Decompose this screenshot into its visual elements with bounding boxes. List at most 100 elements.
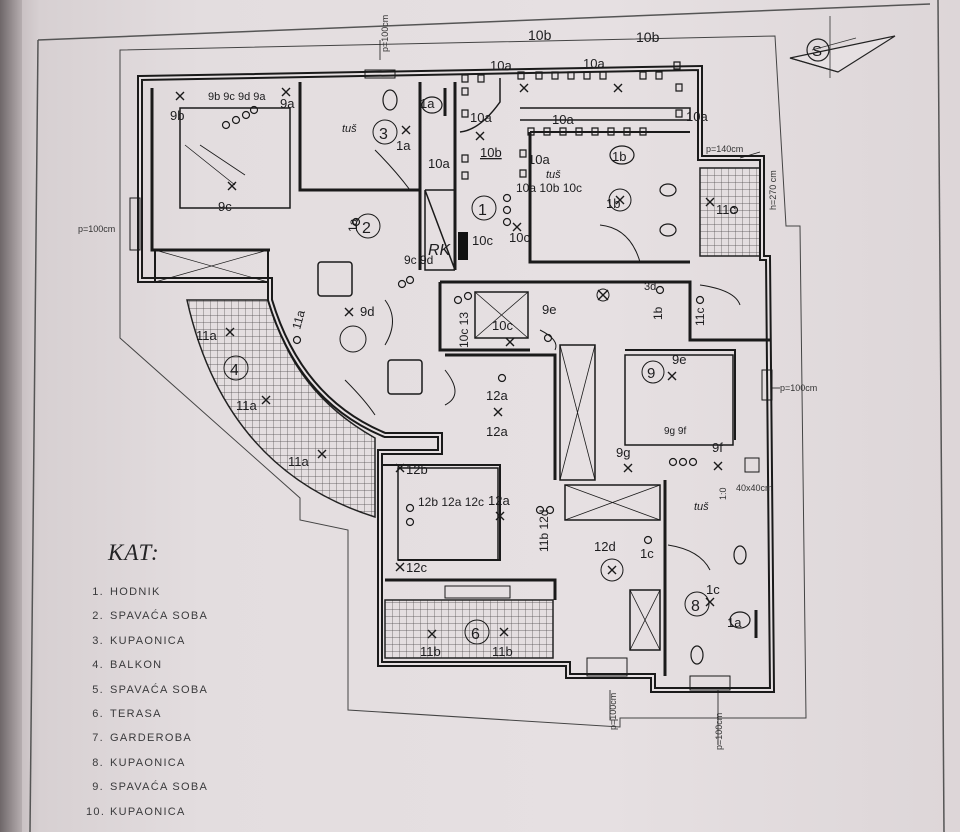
mark-12d: 12d [594, 539, 616, 554]
mark-10a: 10a [583, 56, 605, 71]
legend-item: 8.KUPAONICA [86, 751, 386, 775]
legend-item: 3. KUPAONICA [86, 629, 386, 653]
legend-item: 5. SPAVAĆA SOBA [86, 678, 386, 702]
mark-12a: 12a [486, 388, 508, 403]
room-2-number: 2 [362, 220, 371, 237]
legend-item-label: SPAVAĆA SOBA [110, 683, 209, 696]
room-9-number: 9 [647, 365, 655, 382]
binder-edge [0, 0, 22, 832]
site-outline [119, 35, 807, 728]
electrical-labels: 10b 10b 10a 10a 10a 10a 10a 10a 10a 10b … [170, 27, 742, 659]
legend-item-label: BALKON [110, 659, 163, 672]
sheet-border-right [937, 0, 945, 832]
mark-12b: 12b [406, 462, 428, 477]
dim-sink: 40x40cm [736, 483, 773, 493]
mark-9b: 9b [170, 108, 184, 123]
mark-10b: 10b [480, 145, 502, 160]
legend-item-number: 8. [92, 756, 104, 769]
dim-window-bottom: p=100cm [608, 693, 618, 730]
mark-10a: 10a [490, 58, 512, 73]
mark-9f: 9f [712, 440, 723, 455]
mark-11a: 11a [289, 308, 308, 330]
legend-item-number: 10. [86, 805, 106, 818]
label-shower: tuš [342, 123, 357, 135]
label-shower: tuš [546, 169, 561, 181]
mark-9d: 9d [360, 304, 374, 319]
legend-item: 6.TERASA [86, 702, 386, 726]
sheet-border-left [29, 39, 39, 832]
dim-window-shower: p=140cm [706, 144, 743, 154]
legend-item-label: HODNIK [110, 586, 161, 598]
mark-9c: 9c [218, 199, 232, 214]
mark-11b: 11b [492, 644, 513, 659]
legend-list: 1.HODNIK 2. SPAVAĆA SOBA 3. KUPAONICA 4. BA… [86, 580, 386, 824]
mark-1a: 1a [396, 138, 411, 153]
mark-9a: 9a [280, 96, 295, 111]
light-x-marks [175, 83, 723, 639]
mark-10a: 10a [428, 156, 450, 171]
legend-item: 1.HODNIK [86, 580, 386, 604]
mark-10a: 10a [686, 109, 708, 124]
dim-window-right: p=100cm [780, 383, 817, 393]
mark-1a: 1a [420, 96, 435, 111]
mark-9e: 9e [672, 352, 686, 367]
fixture-symbols [443, 61, 758, 638]
legend-item-number: 9. [92, 781, 104, 794]
legend-item-number: 3. [92, 634, 104, 647]
mark-group-10: 10a 10b 10c [516, 181, 582, 195]
legend-item-number: 7. [92, 732, 104, 745]
rk-block [458, 232, 468, 260]
mark-1a: 1a [346, 218, 360, 232]
legend-item-label: SPAVAĆA SOBA [110, 610, 209, 623]
mark-rk: RK [428, 242, 452, 259]
mark-11a: 11a [236, 398, 257, 413]
mark-10c: 10c [472, 233, 493, 248]
legend-item-number: 4. [92, 659, 104, 672]
mark-10a: 10a [470, 110, 492, 125]
mark-group-9: 9b 9c 9d 9a [208, 91, 266, 103]
mark-11b: 11b [420, 644, 441, 659]
dim-window-left: p=100cm [78, 224, 115, 234]
mark-11a: 11a [288, 454, 309, 469]
compass-circle [806, 38, 830, 62]
mark-group-11b12d: 11b 12d [537, 510, 551, 553]
mark-10c: 10c [509, 230, 530, 245]
mark-10b: 10b [636, 29, 660, 45]
legend-item-number: 5. [92, 683, 104, 696]
legend-item-number: 2. [92, 610, 104, 623]
mark-group-9g9f: 9g 9f [664, 426, 686, 437]
legend-item: 10. KUPAONICA [86, 800, 386, 824]
mark-group-12: 12b 12a 12c [418, 495, 484, 509]
room-8-number: 8 [691, 598, 700, 615]
legend-item-label: GARDEROBA [110, 732, 192, 745]
legend-item-label: KUPAONICA [110, 805, 186, 818]
legend-item: 9.SPAVAĆA SOBA [86, 775, 386, 799]
mark-11c: 11c [693, 308, 707, 326]
mark-1b: 1b [651, 306, 665, 320]
legend-item: 4. BALKON [86, 653, 386, 677]
legend: KAT: 1.HODNIK 2. SPAVAĆA SOBA 3. KUPAONICA… [86, 540, 386, 824]
mark-12a: 12a [488, 493, 510, 508]
legend-item-label: KUPAONICA [110, 634, 186, 647]
mark-1b: 1b [606, 196, 620, 211]
mark-group-9c9d: 9c 9d [404, 253, 433, 267]
room-1-number: 1 [478, 202, 487, 219]
mark-10b: 10b [528, 27, 552, 43]
dim-ceiling: 1:0 [718, 487, 728, 500]
mark-10a: 10a [528, 152, 550, 167]
mark-12a: 12a [486, 424, 508, 439]
mark-10c: 10c [492, 318, 513, 333]
legend-item-label: TERASA [110, 707, 162, 720]
label-shower: tuš [694, 501, 709, 513]
sheet-border-top [37, 3, 931, 41]
walls [129, 40, 780, 745]
mark-10a: 10a [552, 112, 574, 127]
switch-symbols [221, 105, 739, 545]
mark-1c: 1c [640, 546, 654, 561]
legend-item: 7. GARDEROBA [86, 726, 386, 750]
mark-9g: 9g [616, 445, 630, 460]
legend-title: KAT: [108, 540, 160, 565]
room-4-number: 4 [230, 362, 239, 379]
